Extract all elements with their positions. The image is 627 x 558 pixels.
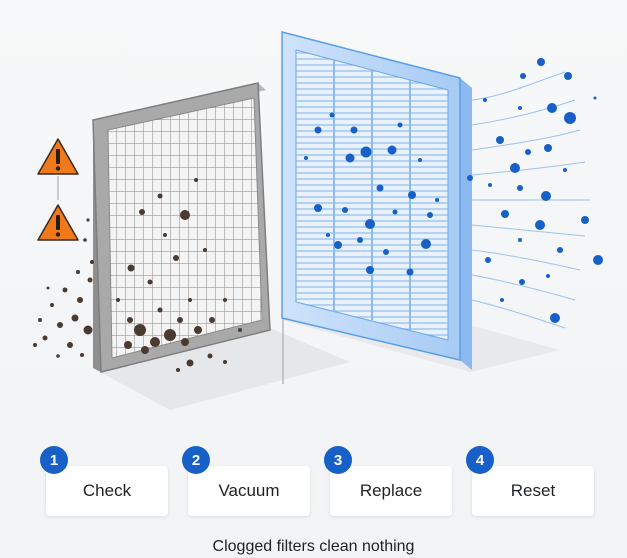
clean-filter <box>281 31 472 370</box>
warning-triangle-icon <box>37 204 79 241</box>
step-number-badge: 2 <box>182 446 210 474</box>
warning-triangle-icon <box>37 138 79 175</box>
caption: Clogged filters clean nothing <box>212 538 415 555</box>
filter-illustration <box>33 31 603 410</box>
step-number-badge: 3 <box>324 446 352 474</box>
step-number-badge: 1 <box>40 446 68 474</box>
step-label: Check <box>82 481 132 500</box>
step-card-check: Check <box>46 466 168 516</box>
step-label: Reset <box>510 481 556 500</box>
step-card-replace: Replace <box>330 466 452 516</box>
step-number-badge: 4 <box>466 446 494 474</box>
airflow-lines <box>471 71 590 329</box>
dirty-filter <box>33 82 271 373</box>
step-card-reset: Reset <box>472 466 594 516</box>
step-label: Vacuum <box>218 481 280 500</box>
step-label: Replace <box>359 481 423 500</box>
clean-air-particles <box>467 58 603 323</box>
step-card-vacuum: Vacuum <box>188 466 310 516</box>
